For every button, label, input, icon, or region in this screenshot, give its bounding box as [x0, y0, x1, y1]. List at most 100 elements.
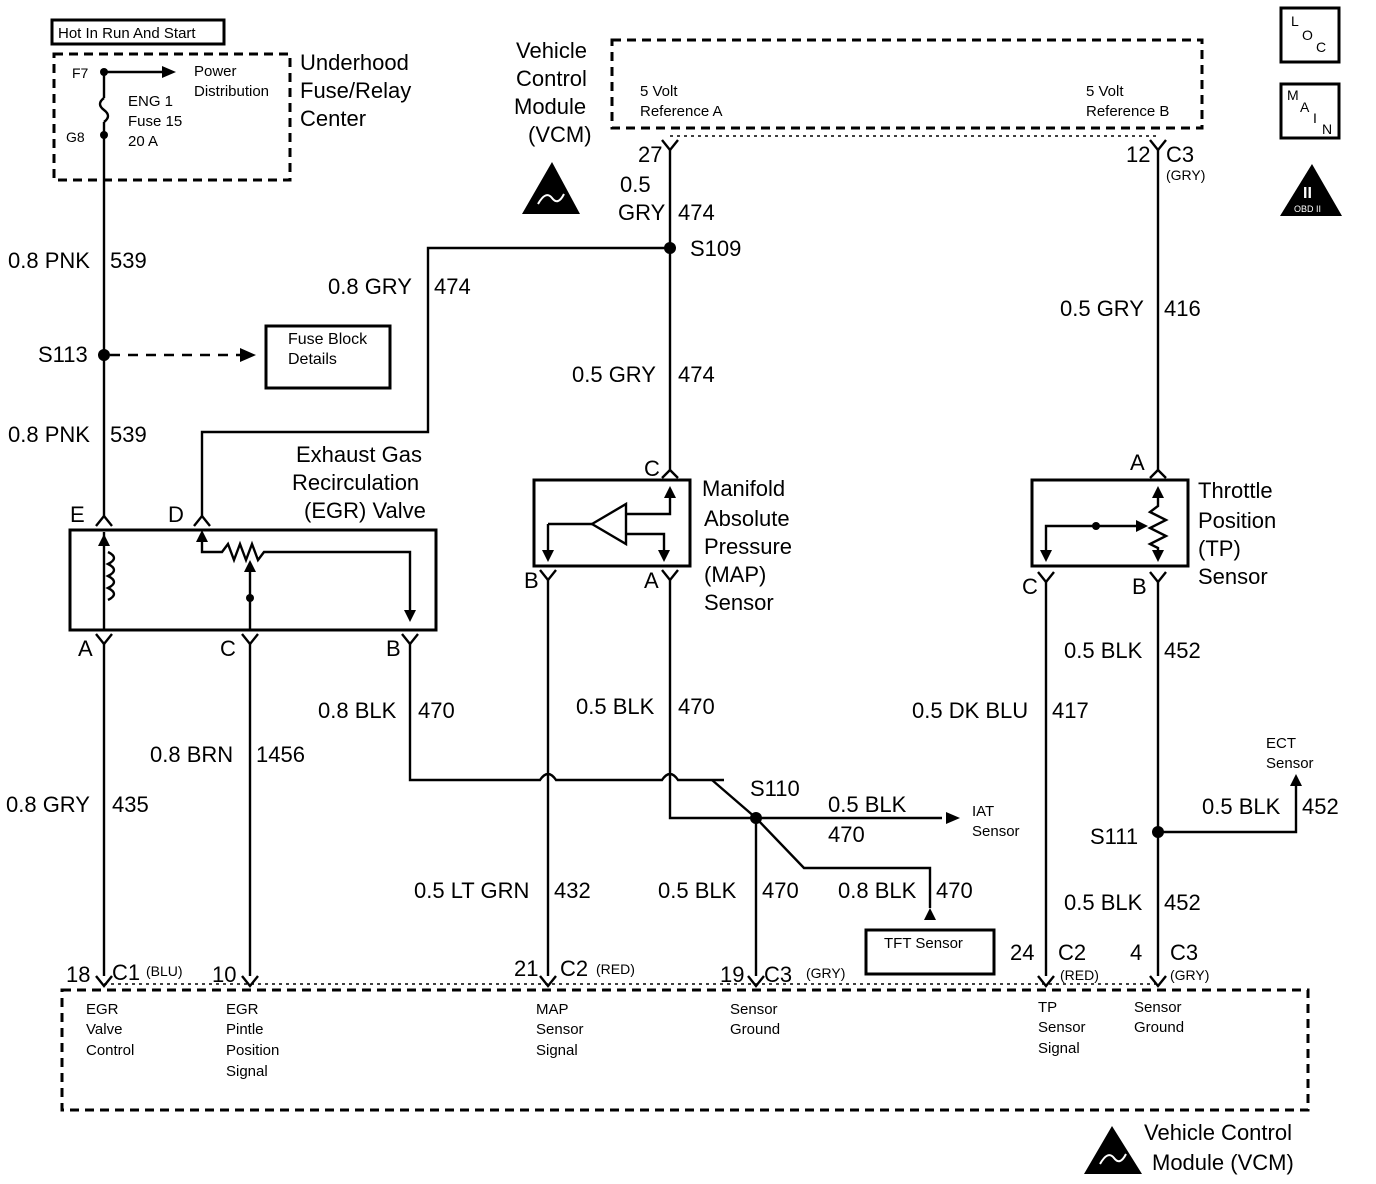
svg-text:N: N: [1322, 121, 1332, 137]
svg-text:452: 452: [1302, 794, 1339, 819]
tp-pin-b: B: [1132, 574, 1147, 599]
svg-text:18: 18: [66, 962, 90, 987]
label-tp-sensor-signal: TP Sensor Signal: [1038, 999, 1086, 1057]
svg-text:470: 470: [418, 698, 455, 723]
pin-27: 27: [638, 142, 662, 167]
tft-sensor-label: TFT Sensor: [884, 935, 963, 952]
svg-text:A: A: [78, 636, 93, 661]
svg-text:Position: Position: [226, 1042, 279, 1059]
svg-text:0.8 BLK: 0.8 BLK: [318, 698, 397, 723]
c3-top: C3: [1166, 142, 1194, 167]
svg-text:EGR: EGR: [86, 1001, 119, 1018]
ect-arrow: [1290, 774, 1302, 786]
wire-470-map: [668, 580, 756, 820]
vcm-bottom-forks: [95, 975, 1167, 988]
svg-text:D: D: [168, 502, 184, 527]
svg-text:539: 539: [110, 248, 147, 273]
svg-text:Module: Module: [514, 94, 586, 119]
svg-text:Sensor: Sensor: [704, 590, 774, 615]
wire-452-label-a: 0.5 BLK 452: [1064, 638, 1201, 663]
wire-539-label-b: 0.8 PNK 539: [8, 422, 147, 447]
svg-text:470: 470: [678, 694, 715, 719]
egr-e-fork: [95, 514, 113, 527]
svg-text:474: 474: [678, 200, 715, 225]
svg-text:Signal: Signal: [226, 1063, 268, 1080]
connector-c1: 18 C1 (BLU): [66, 960, 183, 987]
svg-text:24: 24: [1010, 940, 1034, 965]
svg-text:I: I: [1313, 110, 1317, 126]
svg-text:(RED): (RED): [1060, 967, 1099, 983]
egr-pins: E D A C B: [70, 502, 401, 661]
svg-text:Vehicle: Vehicle: [516, 38, 587, 63]
iat-sensor-label: IAT Sensor: [972, 803, 1020, 840]
ref-b-label: 5 Volt Reference B: [1086, 83, 1169, 120]
wire-470-label-iat: 0.5 BLK 470: [828, 792, 907, 847]
splice-s109: S109: [664, 236, 741, 261]
loc-icon[interactable]: L O C: [1279, 6, 1341, 64]
svg-text:S109: S109: [690, 236, 741, 261]
svg-text:Details: Details: [288, 351, 337, 368]
fuse-center-box: [52, 52, 292, 182]
map-title: Manifold Absolute Pressure (MAP) Sensor: [702, 476, 792, 615]
svg-text:474: 474: [434, 274, 471, 299]
svg-text:0.8 BLK: 0.8 BLK: [838, 878, 917, 903]
svg-text:452: 452: [1164, 890, 1201, 915]
svg-text:0.5 BLK: 0.5 BLK: [828, 792, 907, 817]
svg-text:0.5 BLK: 0.5 BLK: [576, 694, 655, 719]
svg-text:0.8 BRN: 0.8 BRN: [150, 742, 233, 767]
splice-s111: S111: [1090, 824, 1164, 849]
tp-a-fork: [1149, 468, 1167, 479]
svg-text:II: II: [1303, 185, 1312, 202]
svg-text:435: 435: [112, 792, 149, 817]
tp-c-fork: [1037, 571, 1055, 584]
vcm-bottom-title: Vehicle Control Module (VCM): [1144, 1120, 1294, 1175]
wire-474-label-c: 0.5 GRY 474: [572, 362, 715, 387]
svg-text:(GRY): (GRY): [806, 965, 845, 981]
label-sensor-ground-2: Sensor Ground: [1134, 999, 1184, 1036]
wire-539-label-a: 0.8 PNK 539: [8, 248, 147, 273]
svg-text:0.8 GRY: 0.8 GRY: [328, 274, 412, 299]
wire-452-label-b: 0.5 BLK 452: [1064, 890, 1201, 915]
svg-text:Power: Power: [194, 63, 237, 80]
c3-top-color: (GRY): [1166, 167, 1205, 183]
svg-text:539: 539: [110, 422, 147, 447]
fuse-block-details-label: Fuse Block Details: [288, 331, 368, 368]
svg-text:ECT: ECT: [1266, 735, 1296, 752]
svg-text:Sensor: Sensor: [972, 823, 1020, 840]
esd-icon-bottom: [1084, 1126, 1142, 1174]
svg-text:ENG 1: ENG 1: [128, 93, 173, 110]
wire-432-label: 0.5 LT GRN 432: [414, 878, 591, 903]
splice-s110: S110: [750, 776, 800, 824]
fuse-block-details-box[interactable]: [264, 324, 392, 390]
svg-text:Reference A: Reference A: [640, 103, 723, 120]
svg-text:0.5 BLK: 0.5 BLK: [658, 878, 737, 903]
iat-arrow: [946, 812, 960, 824]
wire-417-label: 0.5 DK BLU 417: [912, 698, 1089, 723]
svg-text:470: 470: [828, 822, 865, 847]
wire-452-ect: [1158, 786, 1298, 834]
svg-text:Vehicle Control: Vehicle Control: [1144, 1120, 1292, 1145]
fuse-center-title: Underhood Fuse/Relay Center: [300, 50, 411, 131]
svg-text:Ground: Ground: [730, 1021, 780, 1038]
vcm-top-box: [610, 38, 1204, 130]
obd-ii-icon[interactable]: II OBD II: [1280, 164, 1342, 216]
svg-text:O: O: [1302, 27, 1313, 43]
svg-text:Reference B: Reference B: [1086, 103, 1169, 120]
wire-470-diag: [711, 779, 932, 908]
svg-text:416: 416: [1164, 296, 1201, 321]
svg-text:Valve: Valve: [86, 1021, 122, 1038]
ect-sensor-label: ECT Sensor: [1266, 735, 1314, 772]
vcm-bottom-box: [60, 988, 1310, 1112]
svg-text:0.5 DK BLU: 0.5 DK BLU: [912, 698, 1028, 723]
main-icon[interactable]: M A I N: [1279, 82, 1341, 140]
svg-text:Fuse 15: Fuse 15: [128, 113, 182, 130]
svg-text:5 Volt: 5 Volt: [640, 83, 678, 100]
svg-text:Absolute: Absolute: [704, 506, 790, 531]
map-c-fork: [661, 468, 679, 479]
svg-text:452: 452: [1164, 638, 1201, 663]
svg-text:(EGR) Valve: (EGR) Valve: [304, 498, 426, 523]
svg-text:(VCM): (VCM): [528, 122, 592, 147]
connector-c2-tp: 24 C2 (RED): [1010, 940, 1099, 983]
svg-text:0.5 BLK: 0.5 BLK: [1064, 638, 1143, 663]
map-pin-b: B: [524, 568, 539, 593]
